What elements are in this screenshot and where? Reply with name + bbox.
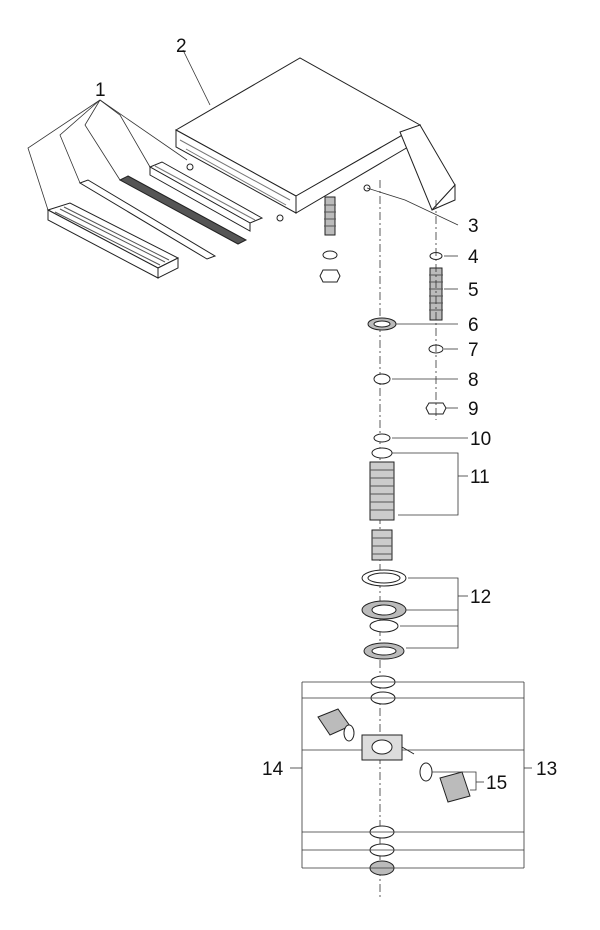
callout-7: 7 [468,340,479,361]
callout-13: 13 [536,759,557,780]
callout-5: 5 [468,280,479,301]
right-rod-stack [425,252,447,415]
left-threaded-rod [319,196,341,283]
callout-8: 8 [468,370,479,391]
callout-labels: 1 2 3 4 5 6 7 8 9 10 11 12 13 14 15 [95,36,557,794]
callout-2: 2 [176,36,187,57]
leader-lines [27,49,532,869]
callout-15: 15 [486,773,507,794]
center-stack [361,317,407,876]
aerator-assembly [46,161,264,279]
callout-10: 10 [470,429,491,450]
side-fittings [317,708,471,803]
callout-11: 11 [470,467,490,488]
callout-4: 4 [468,247,479,268]
callout-14: 14 [262,759,284,780]
callout-6: 6 [468,315,479,336]
callout-9: 9 [468,399,479,420]
spout-body [174,57,456,214]
callout-12: 12 [470,587,491,608]
callout-3: 3 [468,216,479,237]
callout-1: 1 [95,80,106,101]
